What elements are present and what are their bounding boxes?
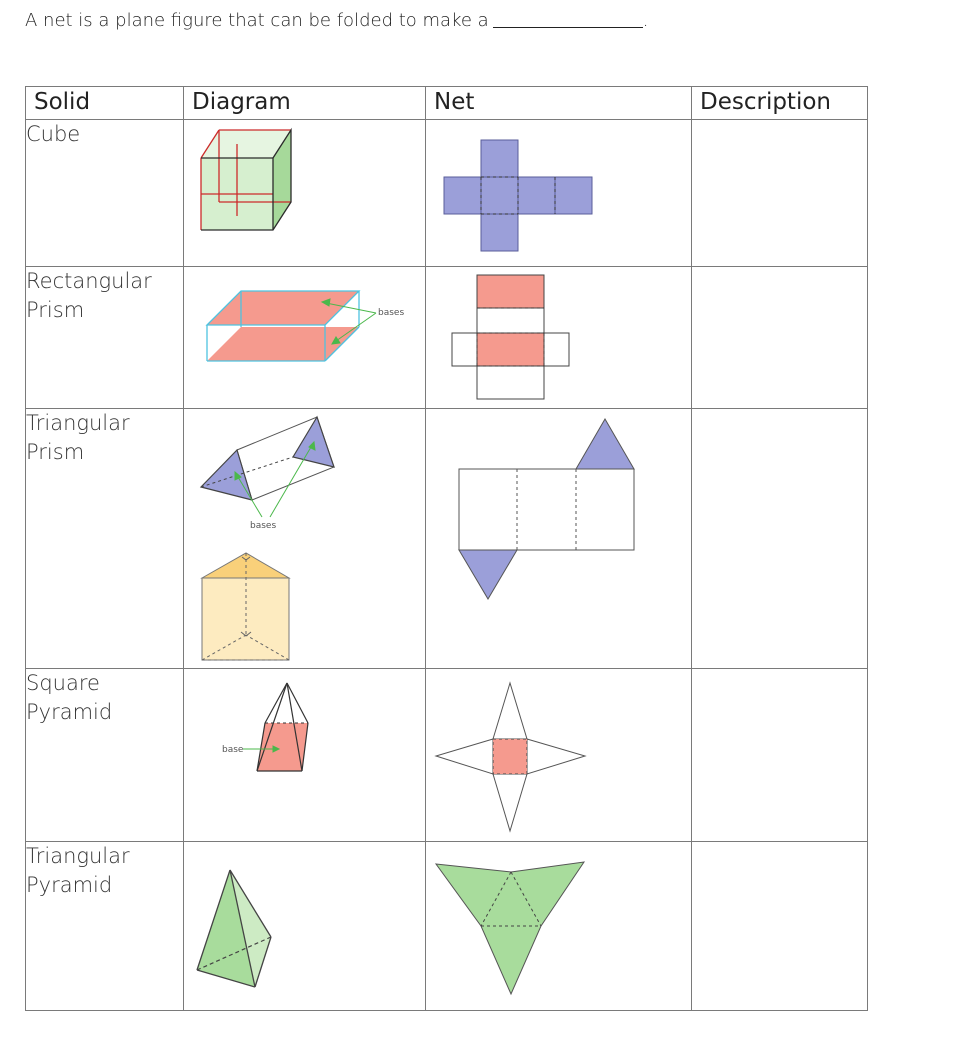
table-row-triangular-prism: Triangular Prism bases	[25, 408, 868, 669]
bases-label: bases	[378, 308, 404, 318]
solid-name-line: Triangular	[26, 411, 130, 435]
diagram-triangular-pyramid	[183, 841, 426, 1011]
solid-name-line: Cube	[26, 122, 81, 146]
triangular-pyramid-net	[434, 861, 586, 996]
solid-name-line: Pyramid	[26, 873, 113, 897]
solid-name-rectangular-prism: Rectangular Prism	[25, 266, 184, 409]
prompt-text: A net is a plane figure that can be fold…	[25, 10, 489, 31]
net-rectangular-prism	[425, 266, 692, 409]
square-pyramid-net	[434, 681, 587, 833]
table-row-triangular-pyramid: Triangular Pyramid	[25, 841, 868, 1011]
rectangular-prism-diagram: bases	[205, 290, 404, 362]
solid-name-triangular-prism: Triangular Prism	[25, 408, 184, 669]
table-row-rectangular-prism: Rectangular Prism	[25, 266, 868, 409]
solid-name-triangular-pyramid: Triangular Pyramid	[25, 841, 184, 1011]
net-triangular-pyramid	[425, 841, 692, 1011]
description-square-pyramid	[691, 668, 868, 842]
table-row-cube: Cube	[25, 119, 868, 267]
answer-blank	[492, 11, 643, 28]
net-cube	[425, 119, 692, 267]
prompt-end: .	[642, 10, 649, 31]
solid-name-cube: Cube	[25, 119, 184, 267]
solid-name-line: Rectangular	[26, 269, 152, 293]
solid-name-line: Prism	[26, 298, 85, 322]
solid-name-line: Prism	[26, 440, 85, 464]
solid-name-square-pyramid: Square Pyramid	[25, 668, 184, 842]
base-label: base	[222, 745, 244, 755]
header-net: Net	[425, 86, 692, 120]
header-description: Description	[691, 86, 868, 120]
worksheet-prompt: A net is a plane figure that can be fold…	[25, 10, 648, 31]
cube-diagram	[200, 127, 292, 231]
description-rectangular-prism	[691, 266, 868, 409]
diagram-rectangular-prism: bases	[183, 266, 426, 409]
rectangular-prism-net	[451, 274, 570, 400]
bases-label: bases	[250, 521, 276, 531]
diagram-square-pyramid: base	[183, 668, 426, 842]
header-solid: Solid	[25, 86, 184, 120]
header-diagram: Diagram	[183, 86, 426, 120]
solid-name-line: Square	[26, 671, 100, 695]
solids-table: Solid Diagram Net Description Cube	[25, 86, 868, 1011]
solid-name-line: Pyramid	[26, 700, 113, 724]
description-triangular-prism	[691, 408, 868, 669]
header-row: Solid Diagram Net Description	[25, 86, 868, 120]
table-row-square-pyramid: Square Pyramid	[25, 668, 868, 842]
description-cube	[691, 119, 868, 267]
net-triangular-prism	[425, 408, 692, 669]
triangular-prism-net	[458, 418, 635, 600]
diagram-triangular-prism: bases	[183, 408, 426, 669]
square-pyramid-diagram: base	[222, 682, 309, 772]
triangular-pyramid-diagram	[196, 869, 272, 988]
net-square-pyramid	[425, 668, 692, 842]
diagram-cube	[183, 119, 426, 267]
solid-name-line: Triangular	[26, 844, 130, 868]
triangular-prism-diagram: bases	[199, 415, 335, 661]
cube-net	[443, 139, 593, 252]
description-triangular-pyramid	[691, 841, 868, 1011]
